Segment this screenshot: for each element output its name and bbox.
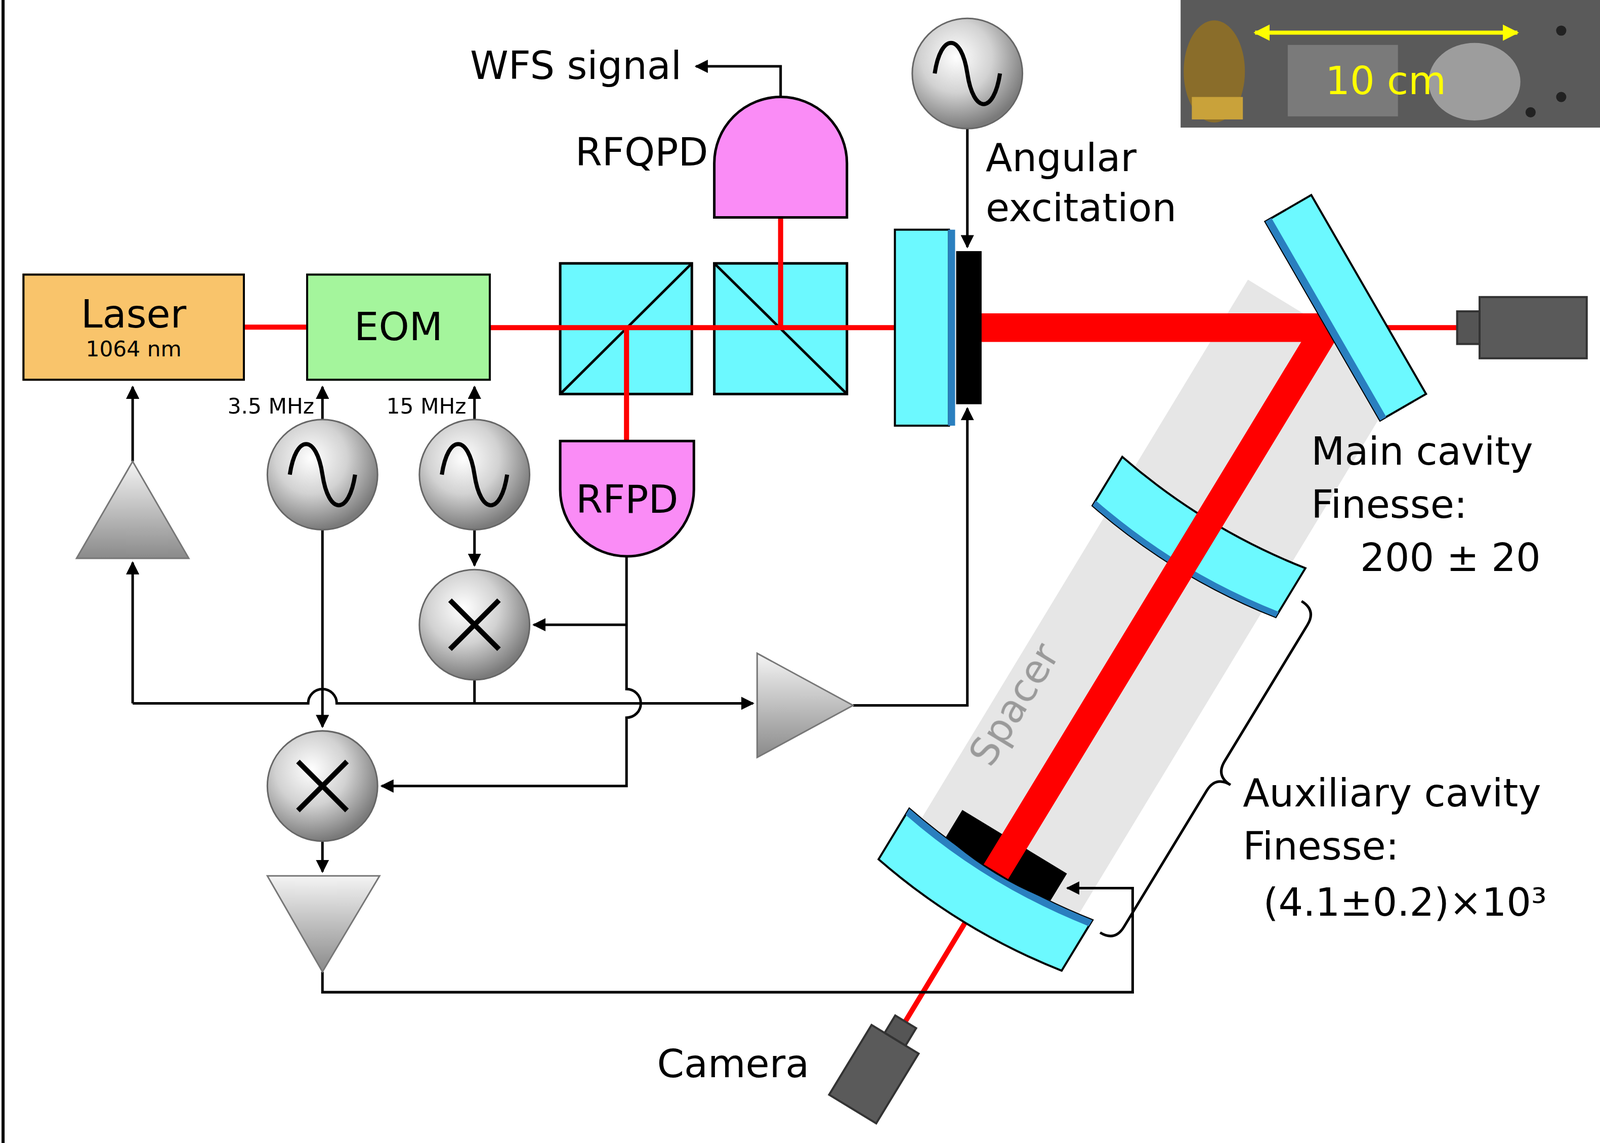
eom-box: EOM [306,273,491,381]
wavelength-label: 1064 nm [85,337,182,362]
piezo-actuator [956,250,982,404]
mirror-coating [1265,218,1387,421]
amplifier-symbol [267,875,380,972]
flat-mirror [1265,194,1427,420]
camera-symbol [1457,297,1587,359]
oscillator-symbol [267,419,378,530]
mirror-substrate [873,808,1093,979]
input-mirror [895,229,982,426]
cavity-name: Auxiliary cavity [1242,771,1542,817]
finesse-label: Finesse: [1242,824,1399,870]
oscillator-circle [267,419,378,530]
signal-wire [131,386,135,461]
multiply-symbol [298,761,348,811]
frame-line [1,0,5,1143]
signal-wire [473,386,476,420]
curved-mirror [873,785,1107,979]
signal-wire [473,679,476,703]
camera-lens [1457,311,1480,345]
signal-wire [853,408,968,706]
sine-symbol [441,443,508,505]
node-title: EOM [354,304,443,350]
mirror-substrate [1265,194,1427,420]
signal-wire [965,128,969,247]
detector-shape [714,97,848,218]
amplifier-symbol [756,653,854,758]
cavity-name: Main cavity [1311,429,1533,475]
photo-part [1191,97,1243,120]
mixer-symbol [267,730,378,841]
signal-wire [321,529,324,727]
signal-wire [695,66,781,97]
detector-shape [560,440,694,557]
laser-box: Laser1064 nm [22,273,245,381]
camera-outline [815,1002,938,1136]
frequency-label: 15 MHz [386,393,467,419]
oscillator-circle [419,419,530,530]
photo-wires [1183,20,1245,123]
photodetector: RFPD [560,440,694,557]
camera-label: Camera [656,1041,810,1087]
detector-label: RFPD [575,477,679,523]
frequency-label: 3.5 MHz [227,393,315,419]
amplifier-symbol [76,460,189,559]
sine-symbol [934,43,1000,105]
oscillator-symbol [912,18,1023,129]
detector-label: RFQPD [575,130,709,176]
multiply-symbol [449,600,499,650]
mirror-coating [947,229,955,426]
mixer-circle [419,569,530,680]
signal-wire [322,887,1133,992]
spacer-label: Spacer [960,635,1069,774]
photo-inset [1180,0,1600,128]
signal-label: WFS signal [470,44,682,89]
oscillator-circle [912,18,1023,129]
photo-ground [1180,0,1600,128]
laser-beam [490,324,896,330]
signal-wire [473,529,476,566]
photo-hole [1555,91,1567,102]
signal-wire [381,556,641,786]
finesse-value: 200 ± 20 [1360,535,1541,581]
scale-label: 10 cm [1325,59,1447,104]
camera-symbol [829,1006,930,1123]
signal-wire [131,562,135,703]
camera-body [1479,297,1587,359]
excitation-label: Angular excitation [985,133,1221,234]
finesse-value: (4.1±0.2)×10³ [1263,880,1547,926]
signal-wire [321,840,324,872]
signal-wires [132,66,1133,992]
mirror-substrate [895,229,950,426]
camera-icon: Camera [815,1002,938,1136]
oscillator-symbol [419,419,530,530]
node-title: Laser [80,292,187,338]
signal-wire [533,623,627,626]
signal-wire [132,688,753,703]
mixer-symbol [419,569,530,680]
photo-hole [1525,107,1536,118]
mixer-circle [267,730,378,841]
detector-outline [714,97,848,218]
scale-arrow [1254,30,1518,35]
laser-beam [778,217,784,328]
photodetector: RFQPD [714,97,848,218]
sine-symbol [289,443,356,505]
signal-wire [321,386,324,420]
camera-body [829,1024,919,1123]
photo-hole [1555,25,1567,36]
laser-beam [244,324,307,330]
laser-beam [623,327,629,441]
finesse-label: Finesse: [1311,482,1467,528]
